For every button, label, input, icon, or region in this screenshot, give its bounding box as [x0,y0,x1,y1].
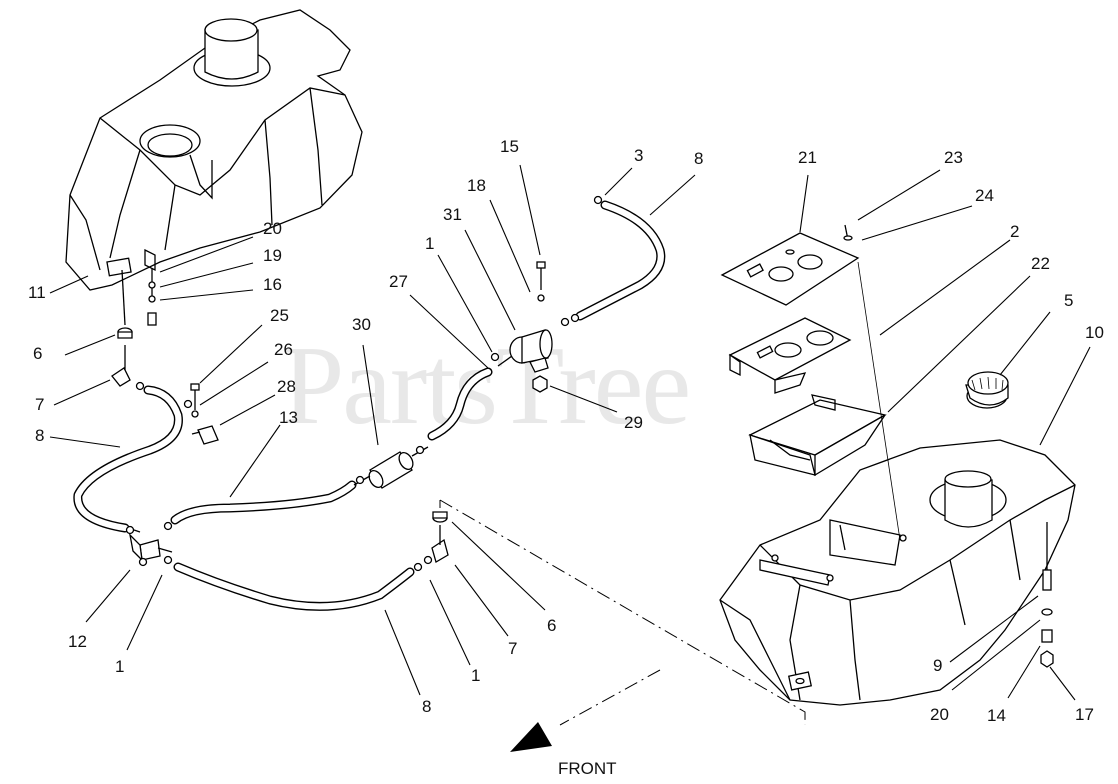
tank-mount-hardware-left [121,268,157,326]
callout-1-tee: 1 [115,657,125,676]
front-direction-label: FRONT [558,759,617,778]
callout-22: 22 [1031,254,1050,273]
tank-mount-hardware-right [843,224,1054,668]
callout-19: 19 [263,246,282,265]
callout-8-rear: 8 [422,697,432,716]
callout-23: 23 [944,148,963,167]
callout-2: 2 [1010,222,1020,241]
callout-26: 26 [274,340,293,359]
callout-15: 15 [500,137,519,156]
callout-5: 5 [1064,291,1074,310]
mounting-plate [720,232,860,306]
callout-20: 20 [263,219,282,238]
fuel-filter [353,446,429,489]
hose-clip-bracket [190,383,219,445]
elbow-fitting-left [111,327,133,387]
callout-8: 8 [35,426,45,445]
fuel-pump [497,329,553,373]
fuel-cap [965,371,1009,409]
mounting-bracket [728,317,852,394]
callout-8-outlet: 8 [694,149,704,168]
callout-7: 7 [35,395,45,414]
callout-16: 16 [263,275,282,294]
callout-13: 13 [279,408,298,427]
leader-lines [49,164,1091,701]
callout-10: 10 [1085,323,1104,342]
callout-11: 11 [28,283,46,302]
callout-28: 28 [277,377,296,396]
callout-29: 29 [624,413,643,432]
callout-20-right: 20 [930,705,949,724]
callout-6: 6 [33,344,43,363]
fuel-tray [748,394,887,477]
callout-31: 31 [443,205,462,224]
callout-1-pump: 1 [425,234,435,253]
fuel-hose-left-loop [73,385,183,533]
callout-9: 9 [933,656,943,675]
hose-clamps [125,195,603,572]
callout-24: 24 [975,186,994,205]
callout-30: 30 [352,315,371,334]
front-direction-arrow [510,669,661,752]
callout-6-right: 6 [547,616,557,635]
elbow-fitting-right [431,511,449,563]
callout-12: 12 [68,632,87,651]
fuel-hose-filter-to-pump [427,367,493,441]
tee-fitting [127,527,173,562]
callout-27: 27 [389,272,408,291]
left-fuel-tank [65,9,363,291]
callout-14: 14 [987,706,1006,725]
callout-18: 18 [467,176,486,195]
callout-25: 25 [270,306,289,325]
right-fuel-tank [719,439,1076,706]
callout-3: 3 [634,146,644,165]
fuel-hose-front [170,480,357,525]
callout-17: 17 [1075,705,1094,724]
fuel-hose-outlet [575,200,666,321]
callout-1-rear: 1 [471,666,481,685]
fuel-hose-rear [173,562,415,611]
callout-21: 21 [798,148,817,167]
callout-7-right: 7 [508,639,518,658]
pump-mount-hardware [532,261,548,393]
